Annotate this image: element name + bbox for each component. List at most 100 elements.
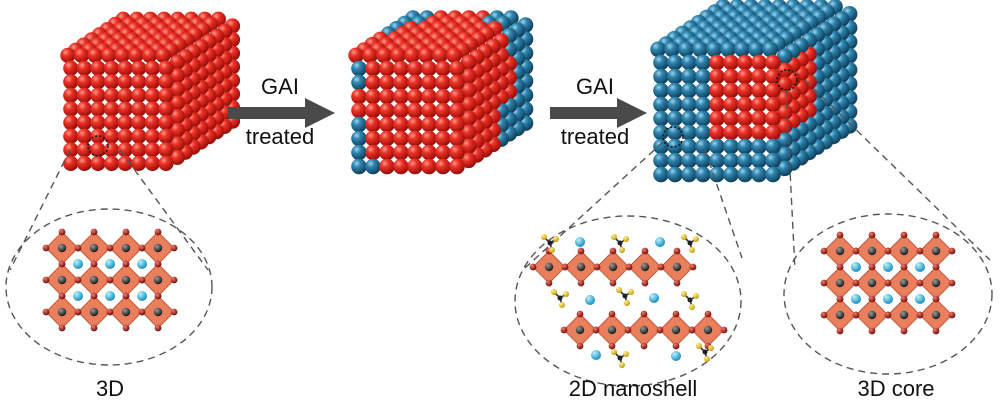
- core-sphere: [723, 68, 739, 85]
- shell-sphere: [351, 130, 367, 147]
- ligand-center: [617, 240, 623, 246]
- ligand-atom: [623, 351, 629, 357]
- shell-sphere: [737, 152, 753, 169]
- shell-sphere: [653, 138, 669, 155]
- cube-partial: [348, 10, 534, 175]
- core-sphere: [131, 128, 147, 144]
- ligand-center: [687, 240, 693, 246]
- core-sphere: [421, 74, 437, 91]
- halide-atom: [90, 260, 98, 268]
- core-sphere: [158, 60, 174, 76]
- halide-atom: [852, 247, 860, 255]
- core-sphere: [723, 96, 739, 113]
- shell-sphere: [695, 82, 711, 99]
- cation-atom: [575, 237, 585, 247]
- core-sphere: [131, 142, 147, 158]
- core-sphere: [63, 74, 79, 90]
- halide-atom: [916, 279, 924, 287]
- halide-atom: [673, 279, 681, 287]
- ligand-atom: [681, 234, 687, 240]
- halide-atom: [138, 244, 146, 252]
- core-sphere: [407, 88, 423, 105]
- shell-sphere: [695, 166, 711, 183]
- core-sphere: [404, 47, 420, 64]
- core-sphere: [76, 60, 92, 76]
- halide-atom: [42, 308, 50, 316]
- core-sphere: [169, 109, 185, 125]
- core-sphere: [90, 155, 106, 171]
- ligand-atom: [689, 247, 695, 253]
- shell-sphere: [681, 68, 697, 85]
- halide-atom: [74, 244, 82, 252]
- crystal-lattices: [42, 228, 956, 368]
- core-sphere: [169, 68, 185, 84]
- ligand-atom: [704, 356, 710, 362]
- metal-atom: [544, 262, 554, 272]
- ligand-atom: [563, 291, 569, 297]
- halide-atom: [122, 324, 130, 332]
- cation-atom: [137, 291, 147, 301]
- core-sphere: [435, 144, 451, 161]
- core-sphere: [131, 115, 147, 131]
- metal-atom: [89, 243, 99, 253]
- shell-sphere: [709, 138, 725, 155]
- core-sphere: [117, 115, 133, 131]
- halide-atom: [608, 310, 616, 318]
- core-sphere: [362, 47, 378, 64]
- core-sphere: [390, 47, 406, 64]
- shell-sphere: [653, 166, 669, 183]
- core-sphere: [432, 47, 448, 64]
- core-sphere: [765, 110, 781, 127]
- core-sphere: [379, 144, 395, 161]
- halide-atom: [641, 279, 649, 287]
- core-sphere: [114, 47, 130, 64]
- core-sphere: [76, 87, 92, 103]
- halide-atom: [42, 244, 50, 252]
- core-sphere: [144, 87, 160, 103]
- core-sphere: [144, 128, 160, 144]
- core-sphere: [169, 122, 185, 138]
- zoom-marker-core: [776, 69, 798, 91]
- core-sphere: [158, 74, 174, 90]
- core-sphere: [709, 68, 725, 85]
- halide-atom: [689, 263, 697, 271]
- ligand-center: [702, 349, 708, 355]
- core-sphere: [76, 101, 92, 117]
- halide-atom: [154, 324, 162, 332]
- core-sphere: [90, 74, 106, 90]
- halide-atom: [884, 247, 892, 255]
- core-sphere: [365, 116, 381, 133]
- core-sphere: [379, 88, 395, 105]
- metal-atom: [835, 310, 845, 320]
- metal-atom: [121, 307, 131, 317]
- core-sphere: [104, 155, 120, 171]
- core-sphere: [76, 115, 92, 131]
- core-sphere: [158, 87, 174, 103]
- core-sphere: [144, 142, 160, 158]
- core-sphere: [723, 54, 739, 71]
- metal-atom: [89, 307, 99, 317]
- label-3d-core: 3D core: [857, 376, 935, 401]
- shell-sphere: [664, 41, 680, 58]
- shell-sphere: [653, 82, 669, 99]
- metal-atom: [931, 278, 941, 288]
- core-sphere: [76, 74, 92, 90]
- ligand-atom: [628, 289, 634, 295]
- halide-atom: [138, 276, 146, 284]
- cation-atom: [851, 262, 861, 272]
- halide-atom: [561, 263, 569, 271]
- ligand-atom: [616, 287, 622, 293]
- zoom-guide-lines: [9, 69, 991, 271]
- shell-sphere: [737, 138, 753, 155]
- core-sphere: [351, 88, 367, 105]
- halide-atom: [868, 327, 876, 335]
- core-sphere: [449, 60, 465, 77]
- halide-atom: [576, 310, 584, 318]
- ligand-center: [547, 240, 553, 246]
- halide-atom: [58, 228, 66, 236]
- halide-atom: [820, 247, 828, 255]
- core-sphere: [407, 144, 423, 161]
- nanocrystal-cubes: [60, 0, 858, 183]
- core-sphere: [435, 74, 451, 91]
- metal-atom: [899, 278, 909, 288]
